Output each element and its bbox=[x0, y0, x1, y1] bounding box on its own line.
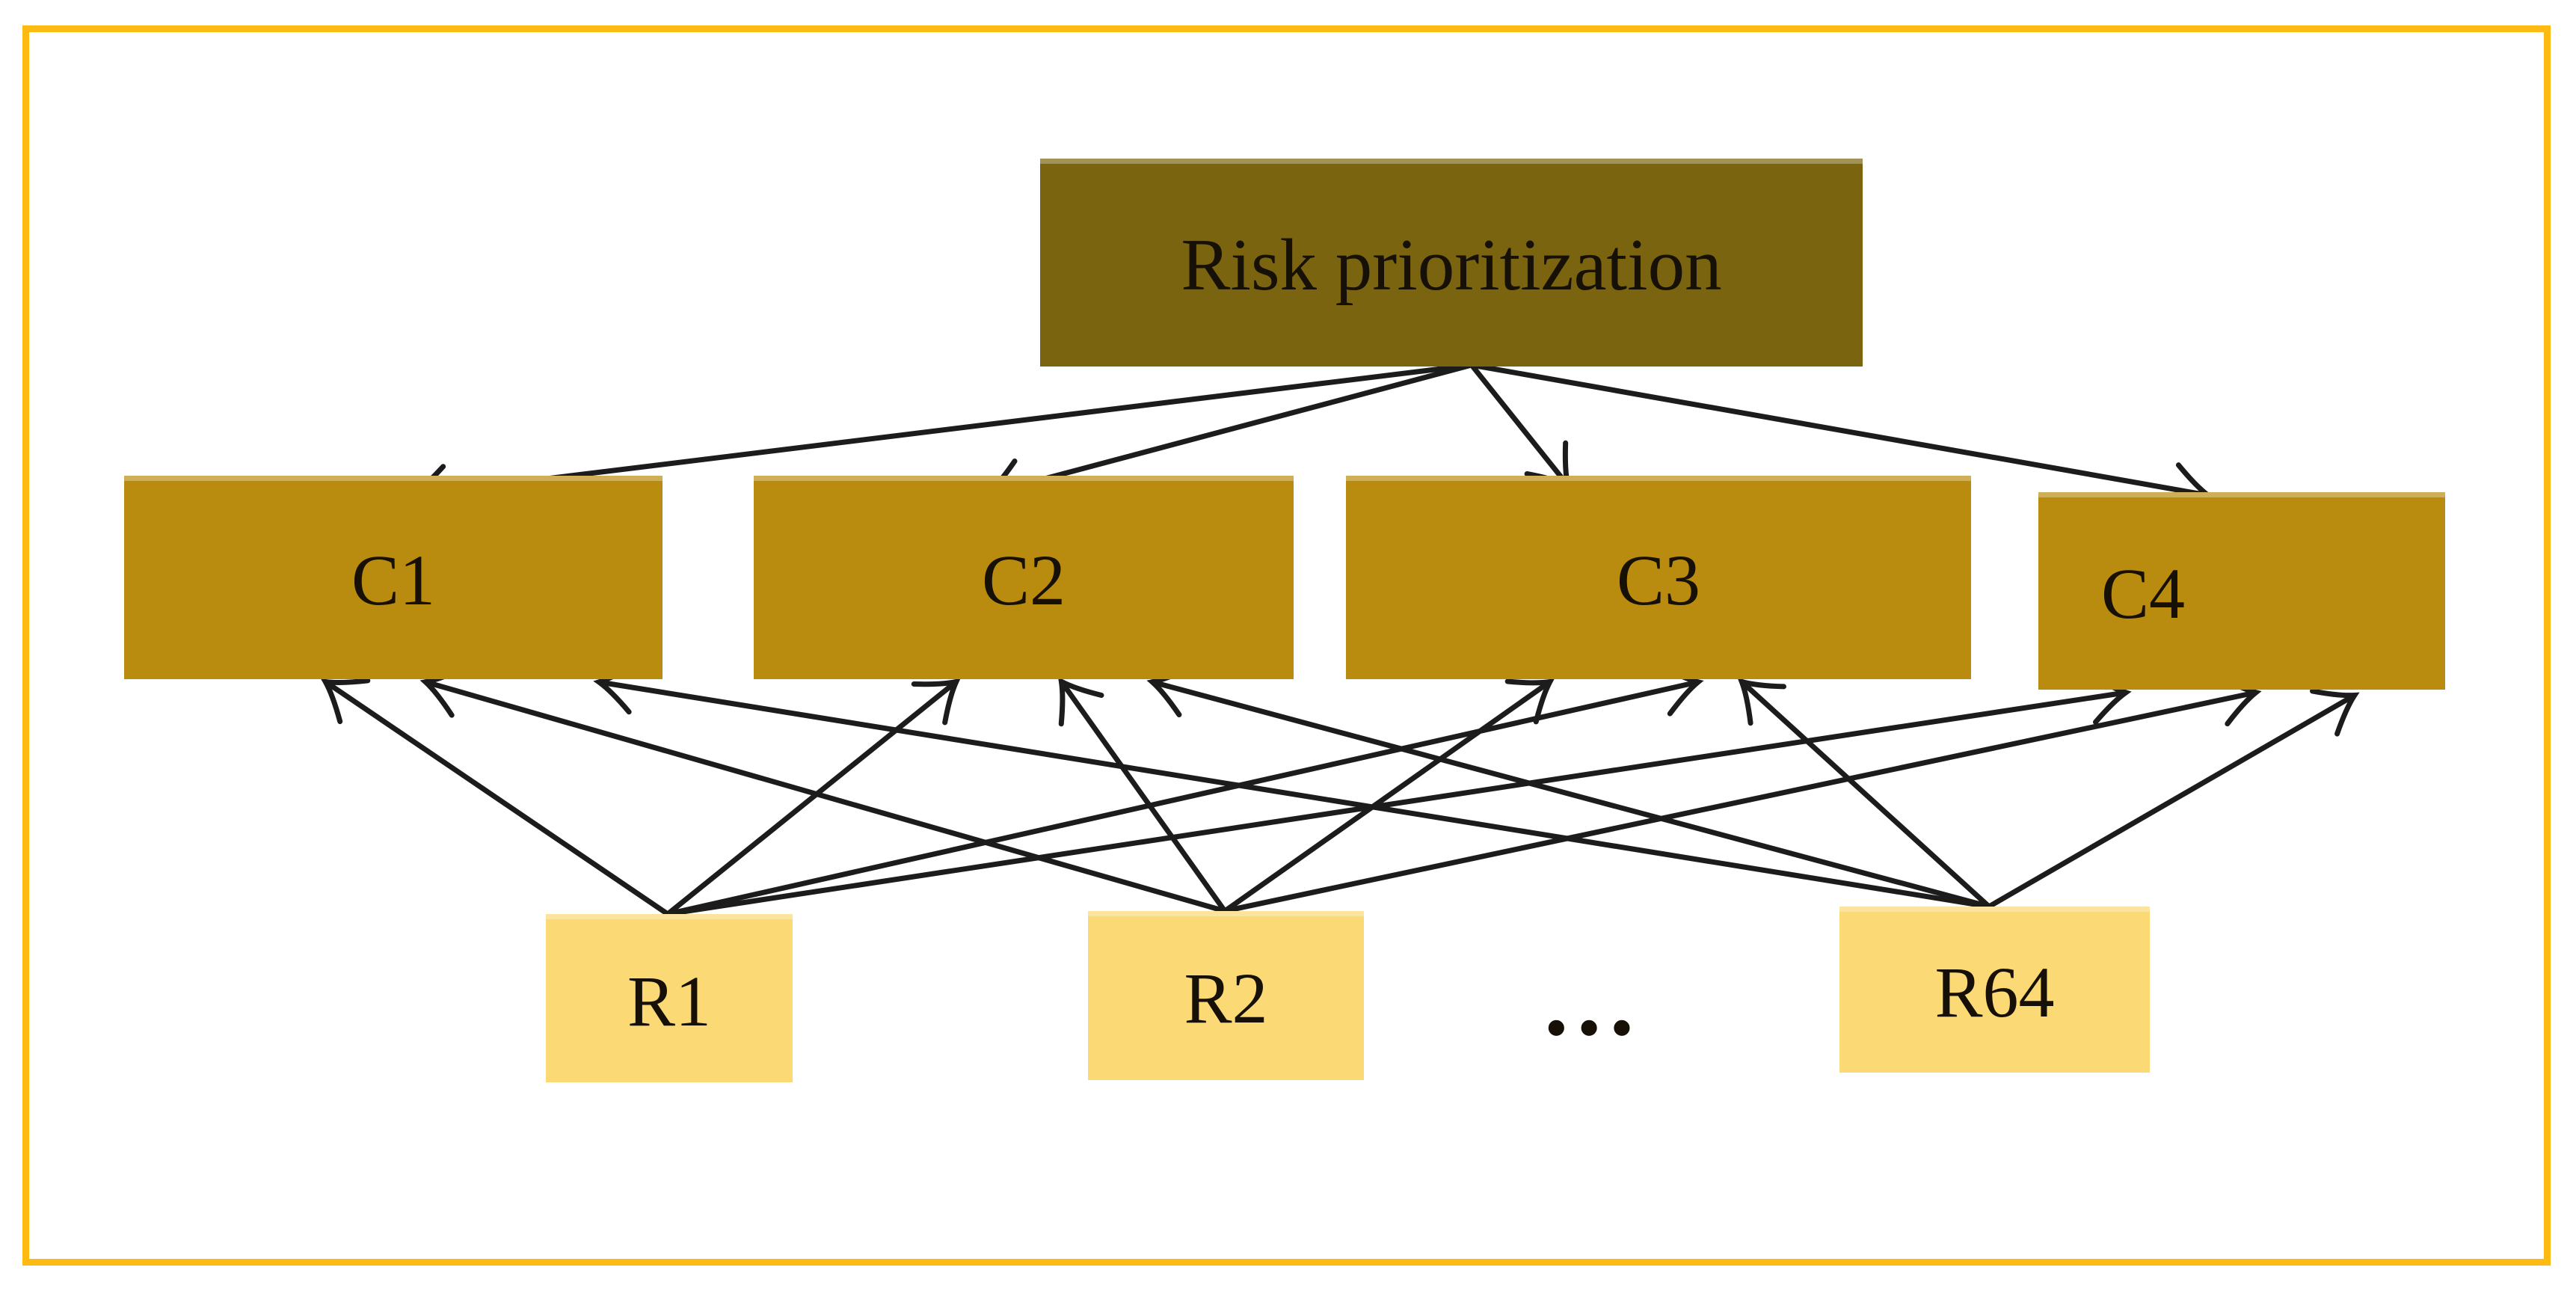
criterion-node-label: C1 bbox=[351, 540, 436, 620]
goal-node-risk-prioritization: Risk prioritization bbox=[1040, 159, 1863, 367]
risks-ellipsis: … bbox=[1540, 948, 1650, 1056]
criterion-node-label: C4 bbox=[2101, 554, 2186, 634]
risk-node-label: R64 bbox=[1934, 952, 2055, 1032]
criterion-node-c3: C3 bbox=[1346, 476, 1971, 679]
criterion-node-c4: C4 bbox=[2038, 492, 2445, 690]
risk-node-label: R1 bbox=[627, 960, 712, 1041]
gold-frame-border bbox=[22, 25, 2551, 1266]
criterion-node-c2: C2 bbox=[754, 476, 1294, 679]
risk-node-r64: R64 bbox=[1839, 907, 2150, 1073]
risk-node-label: R2 bbox=[1184, 958, 1268, 1038]
criterion-node-c1: C1 bbox=[124, 476, 663, 679]
criterion-node-label: C3 bbox=[1616, 540, 1701, 620]
goal-node-label: Risk prioritization bbox=[1181, 224, 1722, 306]
risk-node-r2: R2 bbox=[1088, 911, 1364, 1080]
criterion-node-label: C2 bbox=[981, 540, 1066, 620]
risk-node-r1: R1 bbox=[546, 914, 793, 1082]
